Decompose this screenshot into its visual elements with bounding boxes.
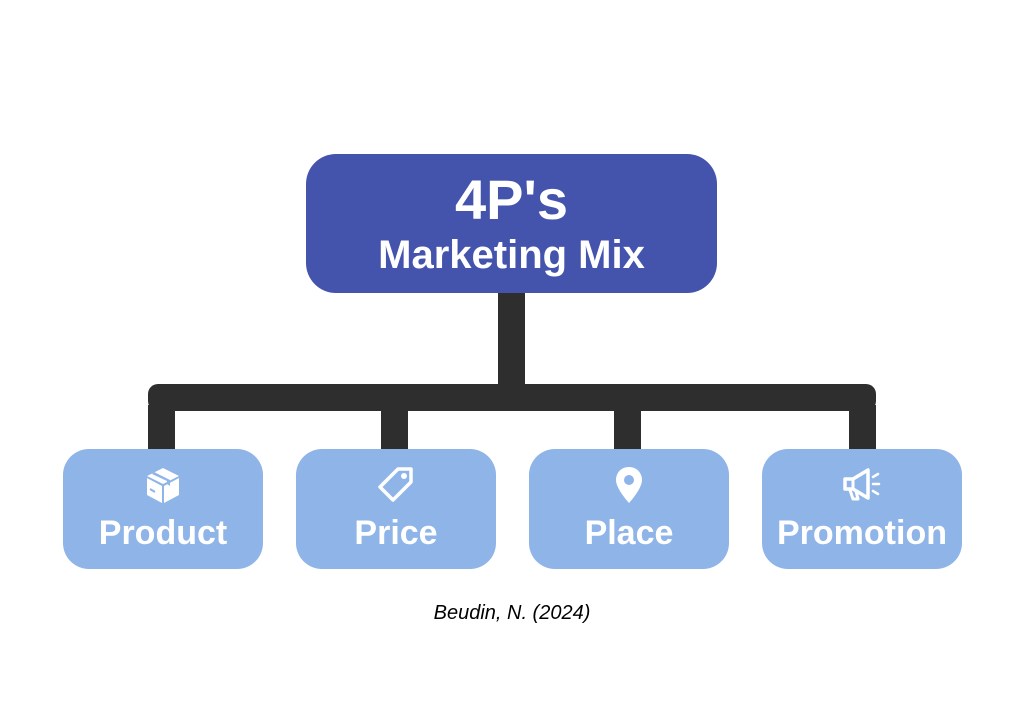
- connector-drop-promotion: [849, 405, 876, 455]
- node-price: Price: [296, 449, 496, 569]
- node-place: Place: [529, 449, 729, 569]
- connector-horizontal-bar: [148, 384, 876, 411]
- connector-drop-product: [148, 405, 175, 455]
- node-promotion: Promotion: [762, 449, 962, 569]
- node-label-promotion: Promotion: [777, 514, 947, 552]
- connector-drop-place: [614, 405, 641, 455]
- node-label-product: Product: [98, 514, 228, 552]
- megaphone-icon: [762, 465, 962, 505]
- connector-root-stem: [498, 290, 525, 390]
- node-label-place: Place: [584, 514, 674, 552]
- package-icon: [63, 465, 263, 505]
- root-title: 4P's: [455, 168, 568, 231]
- citation: Beudin, N. (2024): [433, 602, 591, 624]
- node-product: Product: [63, 449, 263, 569]
- price-tag-icon: [296, 465, 496, 505]
- root-subtitle: Marketing Mix: [378, 233, 645, 277]
- root-node: 4P's Marketing Mix: [306, 154, 717, 293]
- node-label-price: Price: [354, 514, 438, 552]
- map-pin-icon: [529, 465, 729, 505]
- connector-drop-price: [381, 405, 408, 455]
